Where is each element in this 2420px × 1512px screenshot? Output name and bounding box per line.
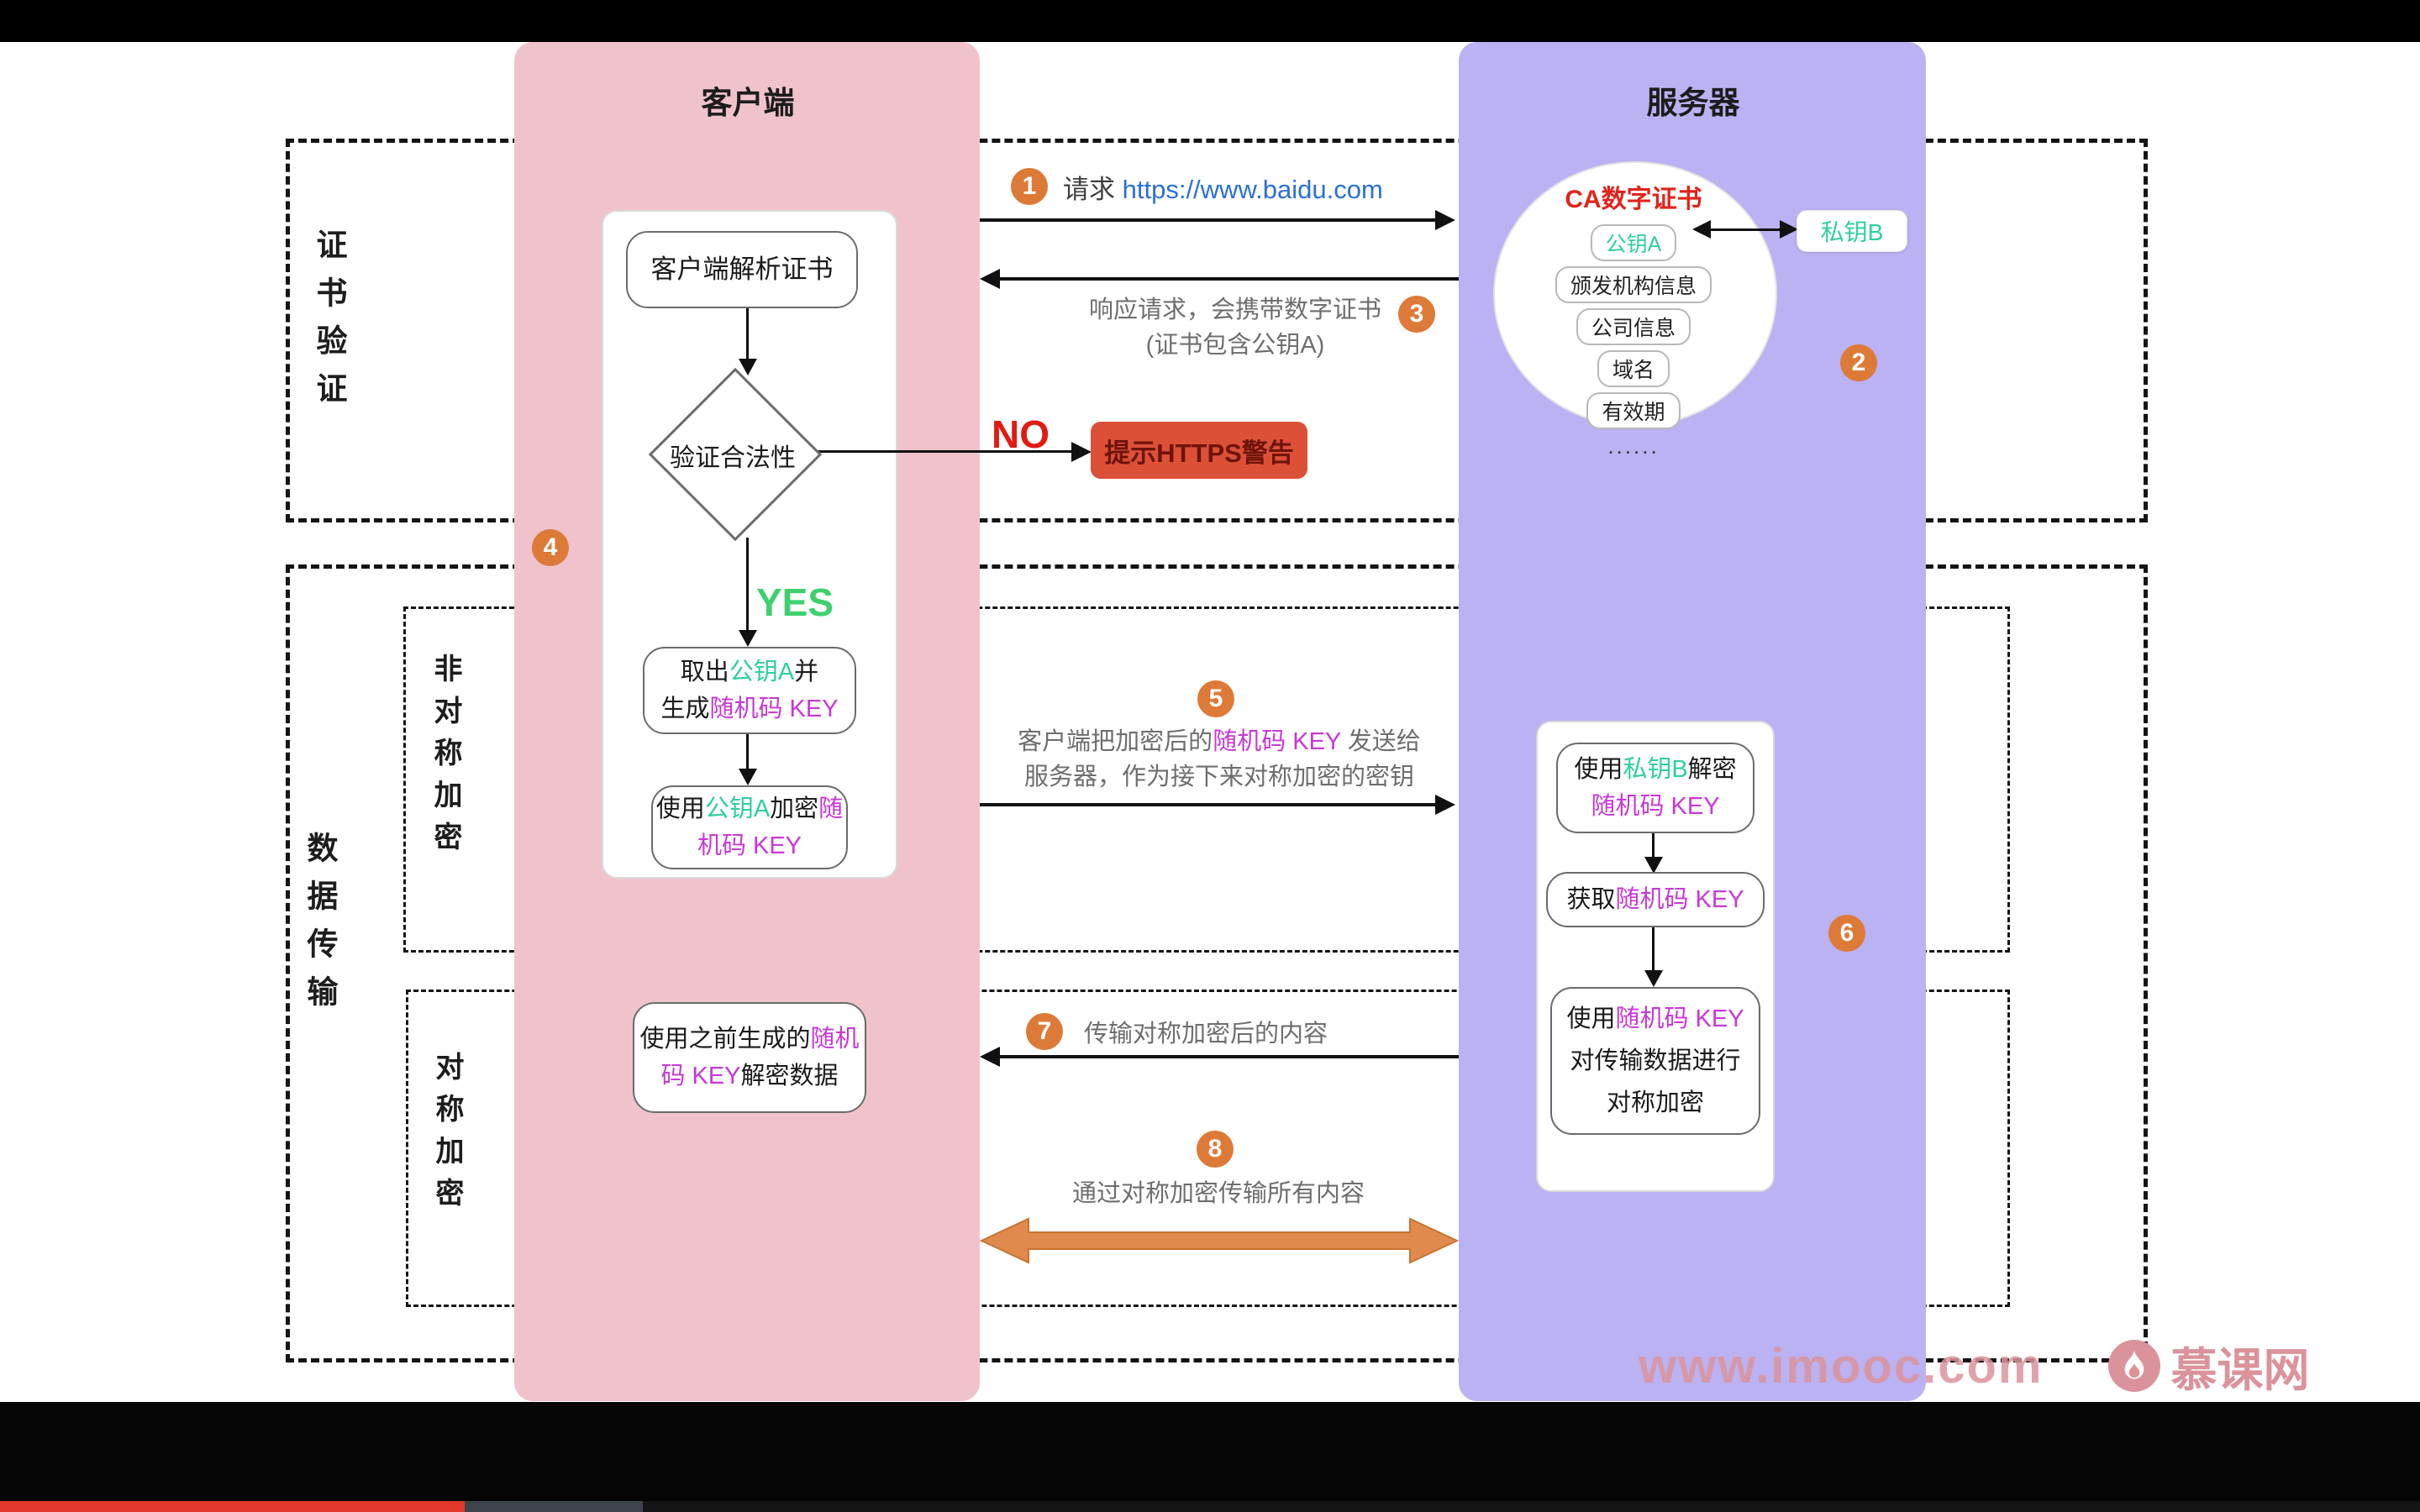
- video-progress-track[interactable]: [643, 1501, 2420, 1512]
- group-cert-verify-box: [286, 139, 2148, 522]
- ca-certificate-contents: CA数字证书 公钥A 颁发机构信息 公司信息 域名 有效期 ......: [1507, 178, 1760, 459]
- arrow-no-to-warning: [817, 450, 1077, 453]
- private-key-box: 私钥B: [1797, 210, 1907, 252]
- symmetric-transfer-double-arrow: [980, 1217, 1459, 1264]
- message-5-arrow-head: [1435, 795, 1455, 815]
- message-7-arrow-head: [980, 1047, 1000, 1067]
- message-3-text: 响应请求，会携带数字证书(证书包含公钥A): [1088, 297, 1381, 359]
- issuer-pill: 颁发机构信息: [1555, 266, 1712, 303]
- key-pair-arrow-left-head: [1692, 220, 1711, 239]
- client-parse-label: 客户端解析证书: [650, 255, 834, 284]
- message-5-text: 客户端把加密后的随机码 KEY 发送给服务器，作为接下来对称加密的密钥: [1018, 728, 1421, 790]
- arrow-extract-to-encrypt: [746, 732, 749, 771]
- step-badge-2: 2: [1840, 344, 1877, 381]
- message-5-arrow: [980, 803, 1440, 806]
- arrow-decrypt-to-obtain-head: [1644, 857, 1663, 874]
- message-1-text: 请求 https://www.baidu.com: [1063, 175, 1383, 204]
- message-8-text: 通过对称加密传输所有内容: [1071, 1180, 1365, 1207]
- group-data-transfer-box: [286, 564, 2148, 1362]
- server-decrypt-label: 使用私钥B解密随机码 KEY: [1574, 756, 1737, 820]
- client-decrypt-data-label: 使用之前生成的随机码 KEY解密数据: [639, 1026, 860, 1089]
- message-1-arrow-head: [1435, 210, 1455, 230]
- arrow-extract-to-encrypt-head: [739, 769, 757, 785]
- https-warning-label: 提示HTTPS警告: [1104, 438, 1294, 468]
- server-lane-title: 服务器: [1646, 86, 1740, 120]
- arrow-verify-to-extract-head: [739, 630, 757, 647]
- client-extract-node: 取出公钥A并生成随机码 KEY: [643, 647, 856, 734]
- arrow-decrypt-to-obtain: [1652, 832, 1655, 860]
- step-badge-7: 7: [1026, 1013, 1063, 1050]
- message-7-arrow: [998, 1055, 1459, 1058]
- verify-decision-label: 验证合法性: [670, 444, 796, 472]
- step-badge-4: 4: [532, 529, 569, 566]
- client-parse-node: 客户端解析证书: [626, 231, 858, 308]
- ca-certificate-title: CA数字证书: [1565, 186, 1702, 213]
- client-encrypt-label: 使用公钥A加密随机码 KEY: [655, 795, 844, 859]
- step-badge-1: 1: [1011, 168, 1048, 205]
- step-badge-8: 8: [1197, 1131, 1234, 1168]
- decision-yes-label: YES: [756, 580, 834, 624]
- certificate-ellipsis: ......: [1607, 433, 1660, 459]
- decision-no-label: NO: [992, 412, 1050, 456]
- message-3-arrow: [998, 277, 1459, 281]
- watermark: www.imooc.com 慕课网: [1639, 1332, 2310, 1399]
- private-key-label: 私钥B: [1820, 219, 1884, 245]
- client-decrypt-data-node: 使用之前生成的随机码 KEY解密数据: [633, 1002, 866, 1113]
- group-label-symmetric: 对称加密: [431, 1052, 463, 1220]
- message-3-arrow-head: [980, 269, 1000, 289]
- arrow-no-to-warning-head: [1071, 442, 1092, 462]
- key-pair-arrow: [1709, 228, 1785, 231]
- https-warning-box: 提示HTTPS警告: [1091, 422, 1307, 479]
- watermark-site: www.imooc.com: [1639, 1338, 2044, 1394]
- step-badge-5: 5: [1197, 680, 1234, 717]
- step-badge-6: 6: [1828, 915, 1865, 952]
- client-encrypt-node: 使用公钥A加密随机码 KEY: [651, 785, 848, 869]
- client-extract-label: 取出公钥A并生成随机码 KEY: [660, 659, 839, 722]
- flame-icon: [2108, 1340, 2161, 1392]
- domain-pill: 域名: [1597, 350, 1670, 387]
- video-progress-buffered[interactable]: [465, 1501, 643, 1512]
- watermark-brand: 慕课网: [2170, 1344, 2310, 1396]
- group-symmetric-box: [406, 990, 2010, 1307]
- server-obtain-label: 获取随机码 KEY: [1566, 886, 1744, 913]
- public-key-pill: 公钥A: [1590, 224, 1677, 261]
- arrow-obtain-to-symencrypt: [1652, 926, 1655, 973]
- company-pill: 公司信息: [1576, 308, 1691, 345]
- message-7-text: 传输对称加密后的内容: [1084, 1021, 1328, 1047]
- arrow-obtain-to-symencrypt-head: [1644, 970, 1663, 987]
- validity-pill: 有效期: [1586, 392, 1681, 429]
- group-label-cert-verify: 证书验证: [312, 228, 346, 420]
- server-obtain-node: 获取随机码 KEY: [1546, 872, 1765, 927]
- server-decrypt-node: 使用私钥B解密随机码 KEY: [1556, 743, 1754, 833]
- client-lane-title: 客户端: [701, 86, 795, 120]
- arrow-parse-to-verify: [746, 307, 749, 359]
- group-asymmetric-box: [403, 606, 2010, 953]
- arrow-verify-to-extract: [746, 538, 749, 632]
- video-progress-played[interactable]: [0, 1501, 465, 1512]
- step-badge-3: 3: [1398, 296, 1435, 333]
- group-label-asymmetric: 非对称加密: [429, 654, 461, 864]
- message-1-arrow: [980, 218, 1440, 222]
- arrow-parse-to-verify-head: [739, 359, 757, 375]
- group-label-data-transfer: 数据传输: [302, 832, 337, 1023]
- key-pair-arrow-right-head: [1780, 220, 1798, 239]
- client-flow-panel: [602, 210, 897, 879]
- video-letterbox-bottom: [0, 1402, 2420, 1512]
